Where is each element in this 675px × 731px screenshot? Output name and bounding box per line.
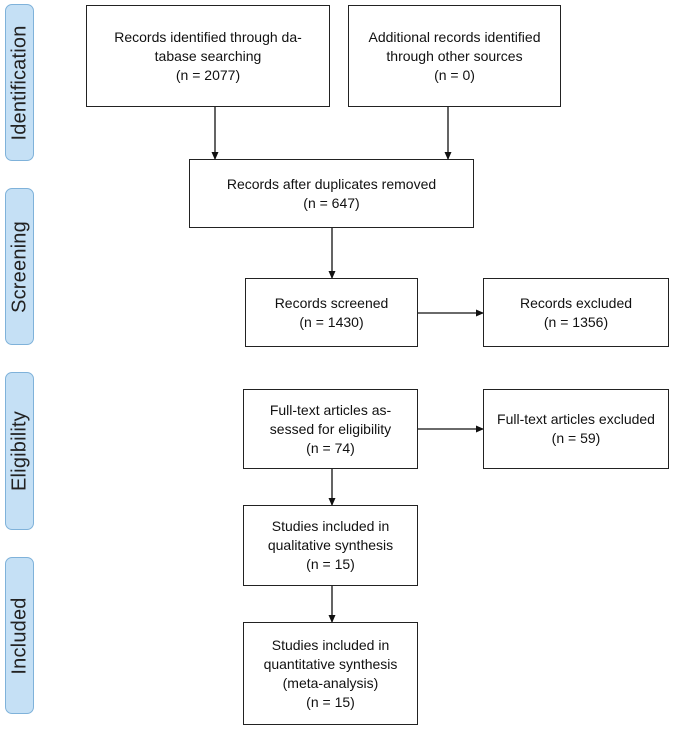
phase-screening: Screening [5,188,34,345]
database-search-count: (n = 2077) [175,66,241,83]
records-screened-count: (n = 1430) [299,313,364,330]
quantitative-count: (n = 15) [306,693,355,710]
other-sources-line2: through other sources [386,47,523,64]
box-records-screened: Records screened (n = 1430) [245,278,418,347]
qualitative-line2: qualitative synthesis [267,537,394,553]
fulltext-excluded-label: Full-text articles excluded [497,411,655,427]
phase-identification: Identification [5,4,34,161]
box-records-excluded: Records excluded (n = 1356) [483,278,669,347]
box-quantitative-synthesis: Studies included in quantitative synthes… [243,622,418,725]
box-qualitative-synthesis: Studies included in qualitative synthesi… [243,505,418,586]
box-database-search: Records identified through da- tabase se… [86,5,330,107]
fulltext-assessed-count: (n = 74) [306,439,355,456]
fulltext-assessed-line1: Full-text articles as- [269,401,392,418]
phase-included: Included [5,557,34,714]
records-excluded-count: (n = 1356) [543,313,609,330]
quantitative-line2: quantitative synthesis [263,655,398,672]
fulltext-excluded-count: (n = 59) [551,430,601,446]
other-sources-count: (n = 0) [434,66,475,83]
qualitative-line1: Studies included in [271,518,390,534]
qualitative-count: (n = 15) [306,556,355,572]
quantitative-line1: Studies included in [271,636,390,653]
records-screened-label: Records screened [274,294,389,311]
quantitative-line3: (meta-analysis) [282,674,379,691]
duplicates-removed-count: (n = 647) [303,194,360,211]
duplicates-removed-line1: Records after duplicates removed [226,175,437,192]
other-sources-line1: Additional records identified [368,28,541,45]
phase-eligibility: Eligibility [5,372,34,530]
database-search-line2: tabase searching [154,47,262,64]
box-duplicates-removed: Records after duplicates removed (n = 64… [189,159,474,228]
fulltext-assessed-line2: sessed for eligibility [269,420,392,437]
box-fulltext-assessed: Full-text articles as- sessed for eligib… [243,389,418,469]
database-search-line1: Records identified through da- [114,28,302,45]
box-fulltext-excluded: Full-text articles excluded (n = 59) [483,389,669,469]
records-excluded-label: Records excluded [519,294,633,311]
box-other-sources: Additional records identified through ot… [348,5,561,107]
